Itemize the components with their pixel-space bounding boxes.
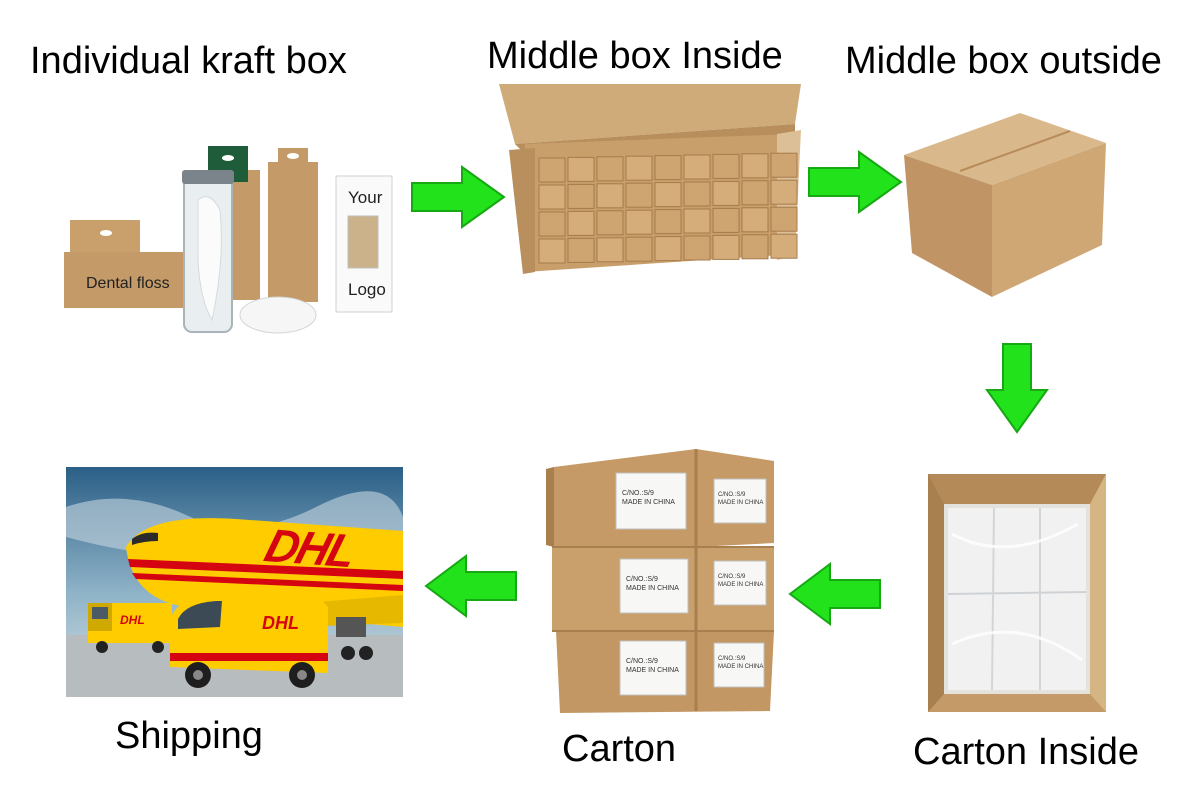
mini-kraft-box [770, 206, 798, 232]
sticker-line-2: MADE IN CHINA [626, 667, 679, 674]
mini-kraft-box [741, 153, 769, 179]
carton-inside-image [928, 474, 1106, 712]
card-text-your: Your [348, 188, 383, 207]
sticker-line-2: MADE IN CHINA [718, 664, 764, 670]
mini-kraft-box [625, 209, 653, 235]
mini-kraft-box [770, 233, 798, 259]
arrow-right-icon [808, 150, 903, 214]
carton-stack-image: C/NO.:S/9 MADE IN CHINA C/NO.:S/9 MADE I… [546, 447, 778, 715]
mini-kraft-box [596, 237, 624, 263]
mini-kraft-box [741, 234, 769, 260]
mini-kraft-box [538, 211, 566, 237]
mini-kraft-box [625, 182, 653, 208]
mini-kraft-box [683, 235, 711, 261]
arrow-right-icon [411, 165, 506, 229]
mini-kraft-box [712, 234, 740, 260]
dhl-plane-logo: DHL [259, 518, 362, 578]
mini-kraft-box [596, 210, 624, 236]
individual-kraft-box-image: Dental floss Your Logo [60, 140, 400, 340]
sticker-line-1: C/NO.:S/9 [718, 574, 746, 580]
mini-kraft-box [625, 236, 653, 262]
carton-sticker-text: C/NO.:S/9 MADE IN CHINA [718, 573, 763, 589]
sticker-line-2: MADE IN CHINA [718, 500, 764, 506]
mini-kraft-box [567, 156, 595, 182]
mini-kraft-box [654, 236, 682, 262]
sticker-line-1: C/NO.:S/9 [718, 492, 746, 498]
carton-sticker-text: C/NO.:S/9 MADE IN CHINA [626, 575, 679, 593]
arrow-down-icon [985, 343, 1049, 434]
mini-kraft-box [683, 181, 711, 207]
mini-kraft-box [596, 156, 624, 182]
mini-kraft-box [770, 179, 798, 205]
arrow-left-icon [788, 562, 881, 626]
mini-kraft-box [654, 155, 682, 181]
sticker-line-1: C/NO.:S/9 [626, 576, 658, 583]
sticker-line-2: MADE IN CHINA [622, 499, 675, 506]
mini-kraft-box [770, 152, 798, 178]
mini-kraft-box [567, 183, 595, 209]
carton-sticker-text: C/NO.:S/9 MADE IN CHINA [622, 489, 675, 507]
sticker-line-2: MADE IN CHINA [718, 582, 764, 588]
mini-kraft-box [654, 182, 682, 208]
label-individual-kraft-box: Individual kraft box [30, 40, 347, 82]
carton-sticker-text: C/NO.:S/9 MADE IN CHINA [718, 491, 763, 507]
mini-kraft-box [538, 184, 566, 210]
label-middle-box-outside: Middle box outside [845, 40, 1162, 82]
label-carton-inside: Carton Inside [913, 731, 1140, 773]
mini-kraft-box [712, 180, 740, 206]
mini-kraft-box [683, 154, 711, 180]
mini-kraft-box [712, 153, 740, 179]
sticker-line-1: C/NO.:S/9 [718, 656, 746, 662]
mini-kraft-box [538, 157, 566, 183]
label-middle-box-inside: Middle box Inside [487, 35, 783, 77]
carton-sticker-text: C/NO.:S/9 MADE IN CHINA [718, 655, 763, 671]
mini-kraft-box [567, 237, 595, 263]
dhl-van-logo: DHL [262, 613, 299, 633]
mini-kraft-box [567, 210, 595, 236]
arrow-left-icon [424, 554, 517, 618]
mini-kraft-box [741, 180, 769, 206]
mini-kraft-box [654, 209, 682, 235]
middle-box-outside-image [900, 105, 1110, 300]
sticker-line-1: C/NO.:S/9 [626, 658, 658, 665]
shipping-image: DHL DHL DHL [66, 467, 403, 697]
mini-kraft-box [683, 208, 711, 234]
box-text-dental-floss: Dental floss [86, 275, 170, 292]
mini-kraft-box [712, 207, 740, 233]
middle-box-inside-image [495, 84, 805, 276]
mini-kraft-box [625, 155, 653, 181]
carton-sticker-text: C/NO.:S/9 MADE IN CHINA [626, 657, 679, 675]
mini-kraft-box [538, 238, 566, 264]
sticker-line-2: MADE IN CHINA [626, 585, 679, 592]
label-carton: Carton [562, 728, 677, 770]
mini-kraft-box [596, 183, 624, 209]
card-text-logo: Logo [348, 280, 386, 299]
mini-kraft-box [741, 207, 769, 233]
label-shipping: Shipping [115, 715, 263, 757]
dhl-truck-logo: DHL [120, 613, 145, 627]
sticker-line-1: C/NO.:S/9 [622, 490, 654, 497]
